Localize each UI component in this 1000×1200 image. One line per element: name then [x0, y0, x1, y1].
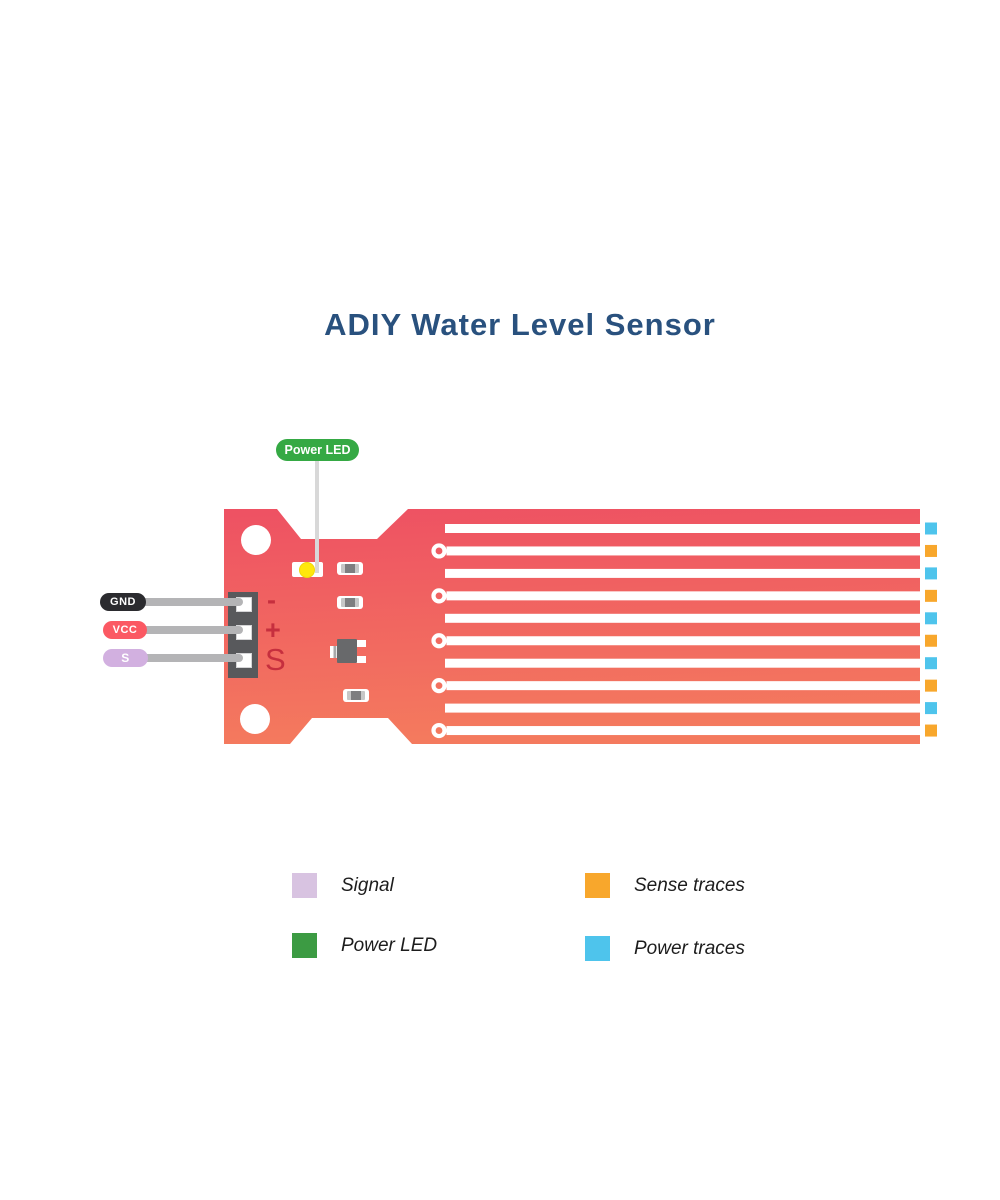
smd-resistor-1 [337, 562, 363, 575]
sense-trace-marker [925, 589, 937, 602]
sense-trace-marker [925, 634, 937, 647]
power-trace [445, 568, 920, 578]
legend-item-sense-traces: Sense traces [585, 873, 745, 898]
legend-label-signal: Signal [341, 874, 394, 896]
power-trace-marker [925, 702, 937, 715]
silkscreen-s: S [265, 642, 286, 677]
trace-pad-ring [431, 722, 447, 739]
legend-label-sense-traces: Sense traces [634, 874, 745, 896]
transistor-body [337, 639, 357, 663]
power-trace [445, 613, 920, 623]
smd-resistor-3 [343, 689, 369, 702]
sense-trace [446, 726, 920, 736]
legend-swatch-power-led [292, 933, 317, 958]
sense-trace-marker [925, 724, 937, 737]
trace-pad-ring [431, 588, 447, 604]
sensor-board [224, 509, 937, 744]
mounting-hole-bottom [240, 704, 270, 734]
legend-item-power-led: Power LED [292, 933, 437, 958]
power-trace [445, 703, 920, 713]
trace-layer [431, 522, 937, 739]
power-trace-marker [925, 657, 937, 670]
wire-lead-s [141, 654, 243, 662]
legend-label-power-led: Power LED [341, 934, 438, 956]
legend-item-signal: Signal [292, 873, 394, 898]
trace-pad-ring [431, 543, 447, 559]
silkscreen-minus: - [267, 585, 276, 615]
sense-trace [446, 591, 920, 601]
trace-pad-ring [431, 678, 447, 694]
silkscreen-plus: + [265, 615, 281, 645]
pin-label-s: S [103, 649, 148, 667]
legend-swatch-sense-traces [585, 873, 610, 898]
power-trace-marker [925, 612, 937, 625]
transistor-tab-right-bottom [356, 656, 366, 663]
wire-lead-vcc [141, 626, 243, 634]
legend-label-power-traces: Power traces [634, 937, 745, 959]
sense-trace [446, 636, 920, 646]
sense-trace-marker [925, 544, 937, 557]
pin-label-gnd: GND [100, 593, 146, 611]
legend-item-power-traces: Power traces [585, 936, 745, 961]
sense-trace [446, 546, 920, 556]
power-trace [445, 524, 920, 533]
sense-trace [446, 681, 920, 691]
sense-trace-marker [925, 679, 937, 692]
callout-leader-line [315, 460, 319, 573]
resistor-chip [347, 691, 365, 700]
power-led-icon [299, 562, 315, 578]
legend-swatch-power-traces [585, 936, 610, 961]
power-trace-marker [925, 522, 937, 535]
smd-resistor-2 [337, 596, 363, 609]
power-trace [445, 658, 920, 668]
legend-swatch-signal [292, 873, 317, 898]
resistor-chip [341, 598, 359, 607]
power-trace-marker [925, 567, 937, 580]
transistor-tab-right-top [356, 640, 366, 647]
transistor-tab-left [330, 646, 338, 658]
mounting-hole-top [241, 525, 271, 555]
wire-lead-gnd [141, 598, 243, 606]
resistor-chip [341, 564, 359, 573]
power-led-callout: Power LED [276, 439, 359, 461]
page-title: ADIY Water Level Sensor [324, 307, 716, 342]
trace-pad-ring [431, 633, 447, 649]
pin-label-vcc: VCC [103, 621, 147, 639]
